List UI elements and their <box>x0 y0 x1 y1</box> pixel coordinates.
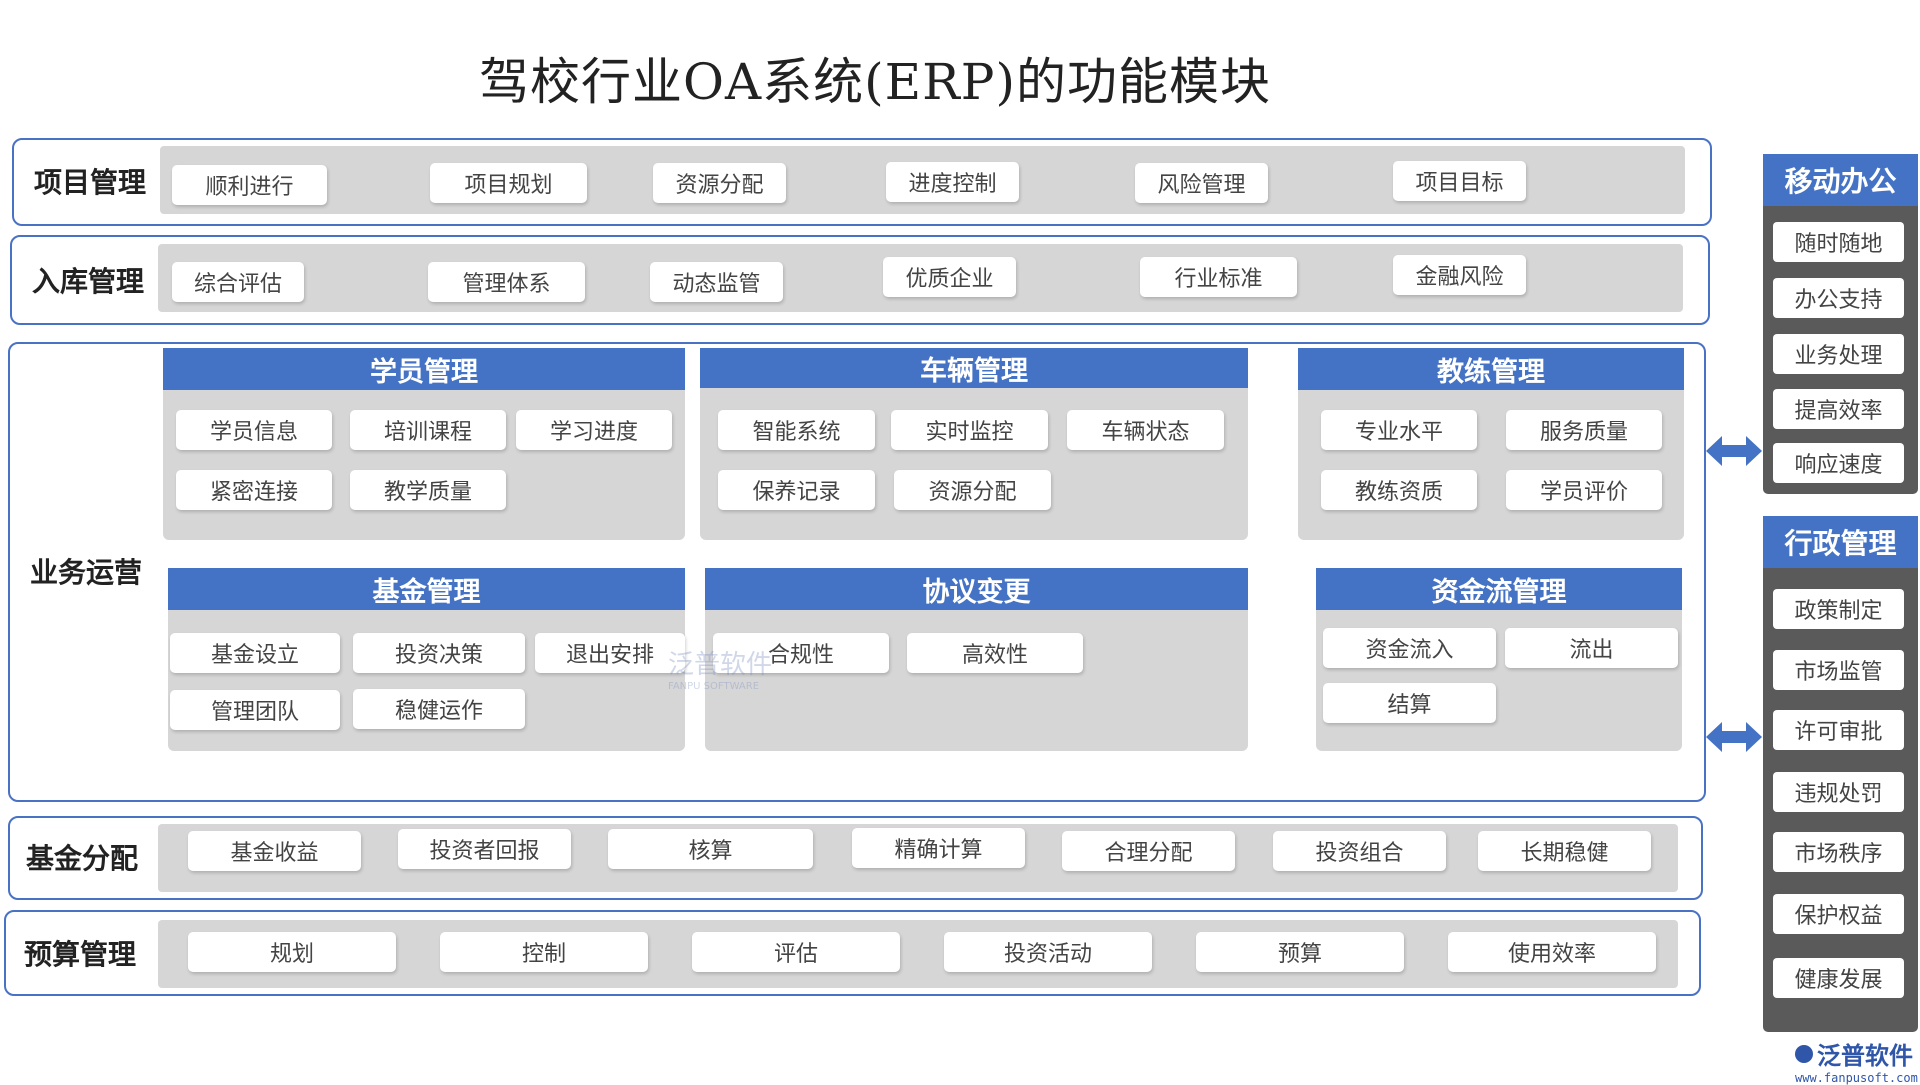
cashflow-item: 资金流入 <box>1323 628 1496 668</box>
brand-logo: 泛普软件 www.fanpusoft.com <box>1795 1036 1918 1085</box>
project-item: 风险管理 <box>1135 163 1268 203</box>
module-vehicle-title: 车辆管理 <box>700 348 1248 388</box>
mobile-item: 办公支持 <box>1773 278 1904 318</box>
student-item: 教学质量 <box>350 470 506 510</box>
double-arrow-icon <box>1706 434 1762 468</box>
project-item: 进度控制 <box>886 162 1019 202</box>
module-agreement-title: 协议变更 <box>705 568 1248 610</box>
fund-distribution-item: 基金收益 <box>188 831 361 871</box>
section-label-budget: 预算管理 <box>23 938 136 971</box>
watermark-text: 泛普软件 <box>668 650 773 680</box>
project-item: 顺利进行 <box>172 165 327 205</box>
fund-distribution-item: 核算 <box>608 829 813 869</box>
storage-item: 综合评估 <box>172 262 304 302</box>
budget-item: 使用效率 <box>1448 932 1656 972</box>
fund-distribution-item: 合理分配 <box>1062 831 1235 871</box>
section-label-storage: 入库管理 <box>31 265 144 298</box>
budget-items-bar <box>158 920 1678 988</box>
admin-item: 违规处罚 <box>1773 772 1904 812</box>
module-fund-title: 基金管理 <box>168 568 685 610</box>
side-panel-mobile-title: 移动办公 <box>1763 154 1918 206</box>
admin-item: 市场监管 <box>1773 650 1904 690</box>
admin-item: 保护权益 <box>1773 894 1904 934</box>
module-student-title: 学员管理 <box>163 348 685 390</box>
logo-mark-icon <box>1795 1044 1813 1063</box>
fund-item: 管理团队 <box>170 690 340 730</box>
budget-item: 投资活动 <box>944 932 1152 972</box>
vehicle-item: 车辆状态 <box>1067 410 1224 450</box>
budget-item: 预算 <box>1196 932 1404 972</box>
student-item: 学习进度 <box>516 410 672 450</box>
side-panel-admin-title: 行政管理 <box>1763 516 1918 568</box>
agreement-item: 高效性 <box>907 633 1083 673</box>
agreement-item: 合规性 <box>713 633 889 673</box>
coach-item: 服务质量 <box>1506 410 1662 450</box>
coach-item: 专业水平 <box>1321 410 1477 450</box>
section-label-business: 业务运营 <box>29 556 142 589</box>
fund-item: 退出安排 <box>535 633 685 673</box>
admin-item: 政策制定 <box>1773 589 1904 629</box>
section-label-fund-distribution: 基金分配 <box>25 842 138 875</box>
watermark-subtext: FANPU SOFTWARE <box>668 681 760 692</box>
project-item: 资源分配 <box>653 163 786 203</box>
vehicle-item: 实时监控 <box>891 410 1048 450</box>
budget-item: 控制 <box>440 932 648 972</box>
admin-item: 市场秩序 <box>1773 832 1904 872</box>
section-label-project: 项目管理 <box>33 166 146 199</box>
vehicle-item: 资源分配 <box>894 470 1051 510</box>
mobile-item: 业务处理 <box>1773 334 1904 374</box>
project-item: 项目目标 <box>1393 161 1526 201</box>
budget-item: 评估 <box>692 932 900 972</box>
double-arrow-icon <box>1706 720 1762 754</box>
admin-item: 许可审批 <box>1773 710 1904 750</box>
vehicle-item: 智能系统 <box>718 410 875 450</box>
storage-item: 管理体系 <box>428 262 585 302</box>
logo-name: 泛普软件 <box>1817 1042 1913 1070</box>
student-item: 紧密连接 <box>176 470 332 510</box>
fund-item: 基金设立 <box>170 633 340 673</box>
coach-item: 学员评价 <box>1506 470 1662 510</box>
mobile-item: 响应速度 <box>1773 443 1904 483</box>
mobile-item: 提高效率 <box>1773 389 1904 429</box>
coach-item: 教练资质 <box>1321 470 1477 510</box>
logo-row: 泛普软件 <box>1795 1036 1917 1071</box>
fund-item: 稳健运作 <box>353 689 525 729</box>
cashflow-item: 结算 <box>1323 683 1496 723</box>
module-coach-title: 教练管理 <box>1298 348 1684 390</box>
logo-url: www.fanpusoft.com <box>1795 1071 1918 1085</box>
fund-distribution-item: 长期稳健 <box>1478 831 1651 871</box>
student-item: 学员信息 <box>176 410 332 450</box>
fund-distribution-item: 投资组合 <box>1273 831 1446 871</box>
project-item: 项目规划 <box>430 163 587 203</box>
watermark: 泛普软件 FANPU SOFTWARE <box>668 644 828 694</box>
diagram-title: 驾校行业OA系统(ERP)的功能模块 <box>479 53 1271 111</box>
fund-item: 投资决策 <box>353 633 525 673</box>
fund-distribution-item: 投资者回报 <box>398 829 571 869</box>
side-panel-mobile <box>1763 154 1918 494</box>
storage-item: 动态监管 <box>650 262 783 302</box>
storage-item: 优质企业 <box>883 257 1016 297</box>
fund-distribution-item: 精确计算 <box>852 828 1025 868</box>
mobile-item: 随时随地 <box>1773 222 1904 262</box>
budget-item: 规划 <box>188 932 396 972</box>
admin-item: 健康发展 <box>1773 958 1904 998</box>
cashflow-item: 流出 <box>1505 628 1678 668</box>
vehicle-item: 保养记录 <box>718 470 875 510</box>
module-cashflow-title: 资金流管理 <box>1316 568 1682 610</box>
storage-item: 行业标准 <box>1140 257 1297 297</box>
student-item: 培训课程 <box>350 410 506 450</box>
storage-item: 金融风险 <box>1393 255 1526 295</box>
